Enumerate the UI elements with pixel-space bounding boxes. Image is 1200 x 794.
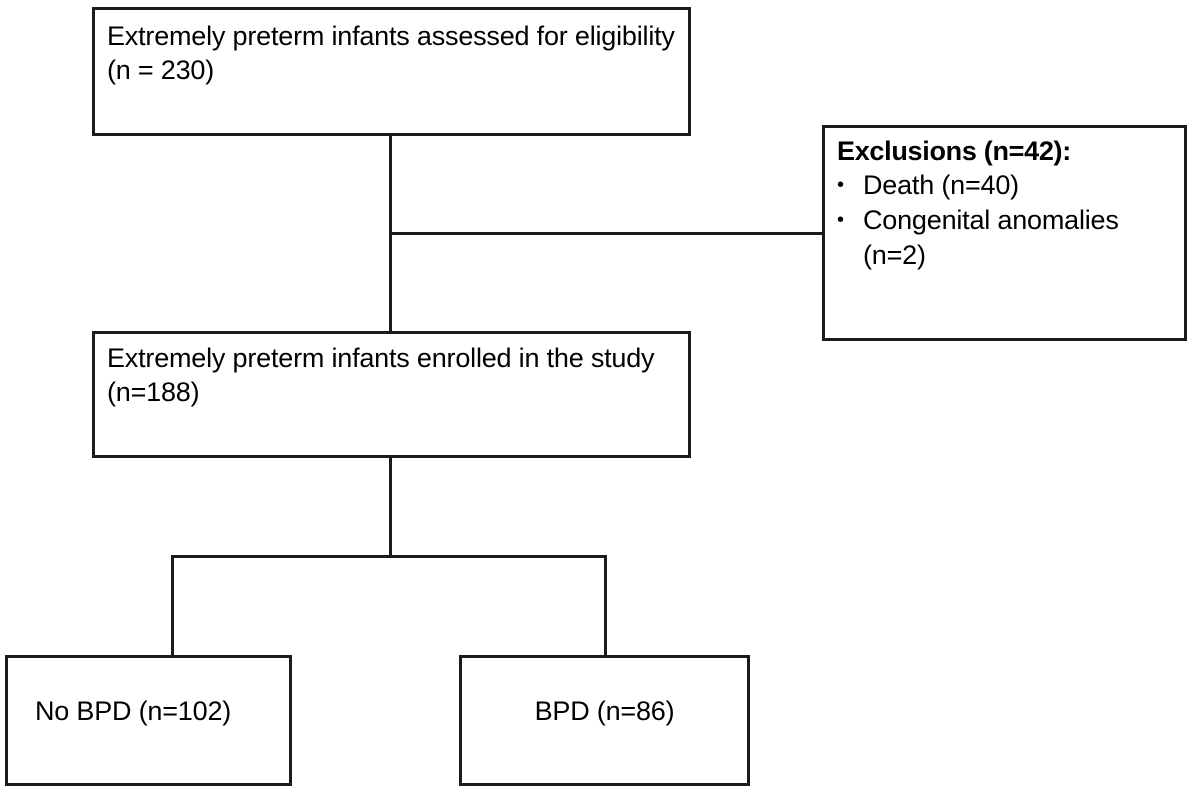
node-bpd: BPD (n=86): [459, 655, 750, 786]
node-no-bpd: No BPD (n=102): [5, 655, 292, 786]
exclusion-label-death: Death (n=40): [863, 170, 1019, 200]
list-item: • Congenital anomalies (n=2): [837, 203, 1178, 273]
node-bpd-label: BPD (n=86): [534, 696, 675, 726]
connector-enrolled-to-split: [389, 457, 392, 557]
connector-split-bar: [171, 555, 607, 558]
exclusion-label-congenital-anomalies: Congenital anomalies (n=2): [863, 205, 1119, 270]
bullet-icon: •: [837, 174, 844, 196]
node-no-bpd-label: No BPD (n=102): [35, 696, 232, 726]
connector-to-bpd: [604, 555, 607, 656]
node-exclusions: Exclusions (n=42): • Death (n=40) • Cong…: [822, 125, 1187, 341]
connector-to-no-bpd: [171, 555, 174, 656]
exclusions-list: • Death (n=40) • Congenital anomalies (n…: [837, 168, 1178, 273]
node-assessed-label: Extremely preterm infants assessed for e…: [107, 21, 683, 85]
node-enrolled-in-study: Extremely preterm infants enrolled in th…: [92, 331, 691, 458]
node-enrolled-label: Extremely preterm infants enrolled in th…: [107, 343, 662, 407]
bullet-icon: •: [837, 209, 844, 231]
list-item: • Death (n=40): [837, 168, 1178, 203]
node-assessed-for-eligibility: Extremely preterm infants assessed for e…: [92, 7, 691, 136]
connector-to-exclusions: [389, 232, 825, 235]
exclusions-title: Exclusions (n=42):: [837, 136, 1071, 166]
